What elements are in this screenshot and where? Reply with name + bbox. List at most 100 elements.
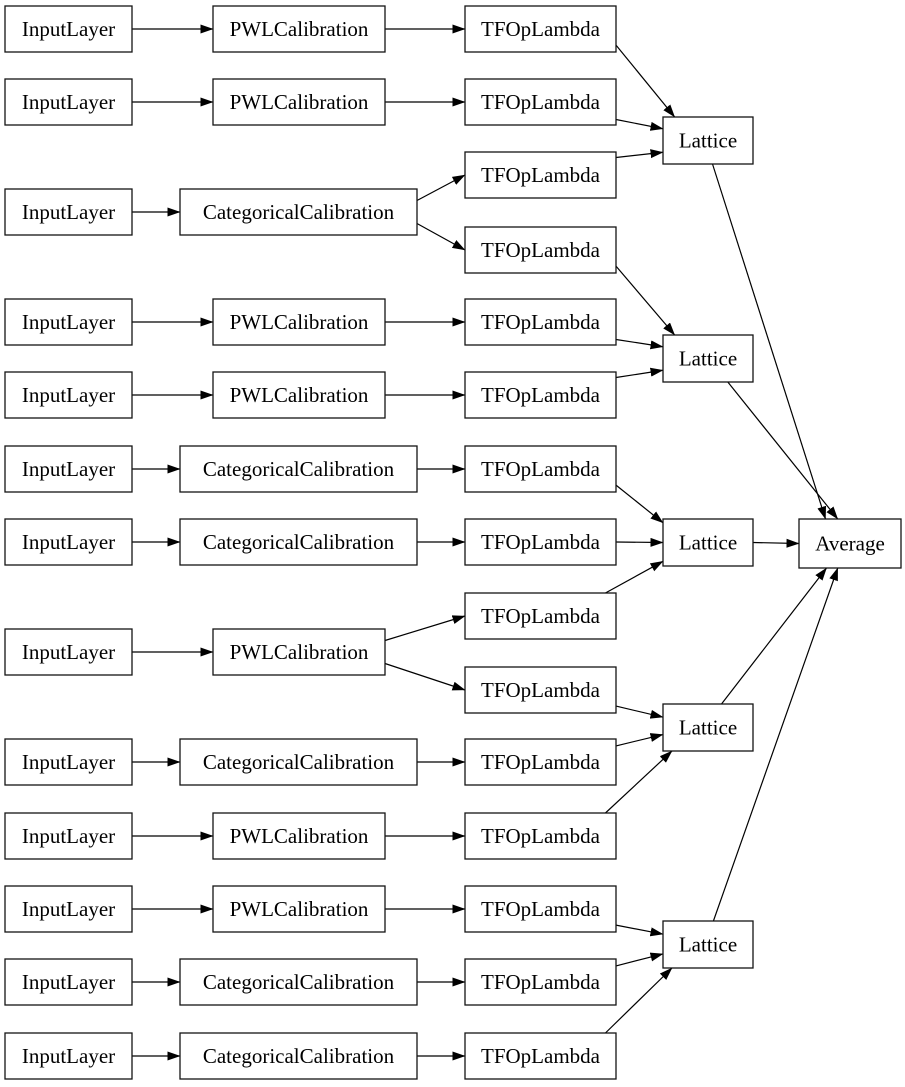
categorical-label: CategoricalCalibration (203, 530, 395, 554)
edge-op9-to-lat3 (605, 560, 664, 594)
node-input-in13: InputLayer (4, 1032, 133, 1080)
input-box (4, 518, 133, 566)
op-box (464, 78, 617, 126)
lattice-label: Lattice (679, 347, 737, 371)
node-pwl-cal11: PWLCalibration (212, 885, 386, 933)
node-input-in5: InputLayer (4, 371, 133, 419)
edge-cal8-to-op9 (384, 615, 466, 642)
node-lattice-lat2: Lattice (662, 334, 754, 383)
input-label: InputLayer (22, 457, 115, 481)
average-box (798, 518, 902, 569)
node-lattice-lat5: Lattice (662, 920, 754, 969)
node-pwl-cal2: PWLCalibration (212, 78, 386, 126)
node-op-op15: TFOpLambda (464, 1032, 617, 1080)
node-op-op3: TFOpLambda (464, 151, 617, 199)
edge-op8-to-lat3 (615, 537, 664, 547)
op-label: TFOpLambda (481, 383, 601, 407)
op-label: TFOpLambda (481, 90, 601, 114)
node-categorical-cal12: CategoricalCalibration (179, 958, 418, 1006)
average-label: Average (815, 532, 885, 556)
op-label: TFOpLambda (481, 17, 601, 41)
pwl-box (212, 78, 386, 126)
node-average-avg: Average (798, 518, 902, 569)
edge-op6-to-lat2 (615, 367, 664, 379)
op-label: TFOpLambda (481, 530, 601, 554)
edge-op13-to-lat5 (615, 924, 664, 937)
edge-op12-to-lat4 (605, 750, 673, 814)
op-label: TFOpLambda (481, 1044, 601, 1068)
pwl-label: PWLCalibration (230, 383, 369, 407)
node-pwl-cal8: PWLCalibration (212, 628, 386, 676)
input-label: InputLayer (22, 1044, 115, 1068)
input-label: InputLayer (22, 750, 115, 774)
node-input-in10: InputLayer (4, 812, 133, 860)
op-label: TFOpLambda (481, 163, 601, 187)
op-box (464, 226, 617, 274)
op-box (464, 738, 617, 786)
categorical-box (179, 188, 418, 236)
node-pwl-cal5: PWLCalibration (212, 371, 386, 419)
input-box (4, 78, 133, 126)
edge-op5-to-lat2 (615, 338, 664, 350)
node-op-op2: TFOpLambda (464, 78, 617, 126)
edge-op4-to-lat2 (615, 265, 676, 336)
lattice-label: Lattice (679, 933, 737, 957)
node-op-op11: TFOpLambda (464, 738, 617, 786)
input-box (4, 812, 133, 860)
op-label: TFOpLambda (481, 310, 601, 334)
edge-lat5-to-avg (712, 567, 839, 922)
edge-lat1-to-avg (711, 163, 827, 520)
op-label: TFOpLambda (481, 897, 601, 921)
input-label: InputLayer (22, 17, 115, 41)
edge-op10-to-lat4 (615, 705, 664, 719)
node-input-in9: InputLayer (4, 738, 133, 786)
op-box (464, 812, 617, 860)
node-op-op10: TFOpLambda (464, 666, 617, 714)
op-label: TFOpLambda (481, 238, 601, 262)
categorical-label: CategoricalCalibration (203, 200, 395, 224)
pwl-box (212, 5, 386, 53)
node-op-op8: TFOpLambda (464, 518, 617, 566)
node-op-op12: TFOpLambda (464, 812, 617, 860)
input-box (4, 298, 133, 346)
input-box (4, 885, 133, 933)
input-label: InputLayer (22, 530, 115, 554)
op-label: TFOpLambda (481, 750, 601, 774)
node-pwl-cal1: PWLCalibration (212, 5, 386, 53)
op-box (464, 592, 617, 640)
node-lattice-lat3: Lattice (662, 518, 754, 567)
op-box (464, 445, 617, 493)
op-box (464, 885, 617, 933)
node-input-in8: InputLayer (4, 628, 133, 676)
op-box (464, 1032, 617, 1080)
node-input-in12: InputLayer (4, 958, 133, 1006)
input-label: InputLayer (22, 640, 115, 664)
input-label: InputLayer (22, 200, 115, 224)
edge-op1-to-lat1 (615, 44, 676, 118)
node-lattice-lat1: Lattice (662, 116, 754, 165)
edge-op3-to-lat1 (615, 149, 664, 159)
lattice-box (662, 116, 754, 165)
edge-op11-to-lat4 (615, 733, 664, 747)
op-box (464, 958, 617, 1006)
input-box (4, 5, 133, 53)
categorical-box (179, 518, 418, 566)
node-op-op14: TFOpLambda (464, 958, 617, 1006)
node-input-in3: InputLayer (4, 188, 133, 236)
lattice-box (662, 703, 754, 752)
edge-cal8-to-op10 (384, 662, 466, 691)
edges-layer (132, 24, 839, 1061)
node-input-in4: InputLayer (4, 298, 133, 346)
node-input-in6: InputLayer (4, 445, 133, 493)
op-box (464, 5, 617, 53)
edge-cal3-to-op3 (416, 174, 466, 202)
node-pwl-cal10: PWLCalibration (212, 812, 386, 860)
edge-lat3-to-avg (752, 538, 800, 548)
node-categorical-cal6: CategoricalCalibration (179, 445, 418, 493)
node-lattice-lat4: Lattice (662, 703, 754, 752)
input-box (4, 628, 133, 676)
categorical-label: CategoricalCalibration (203, 970, 395, 994)
op-box (464, 666, 617, 714)
